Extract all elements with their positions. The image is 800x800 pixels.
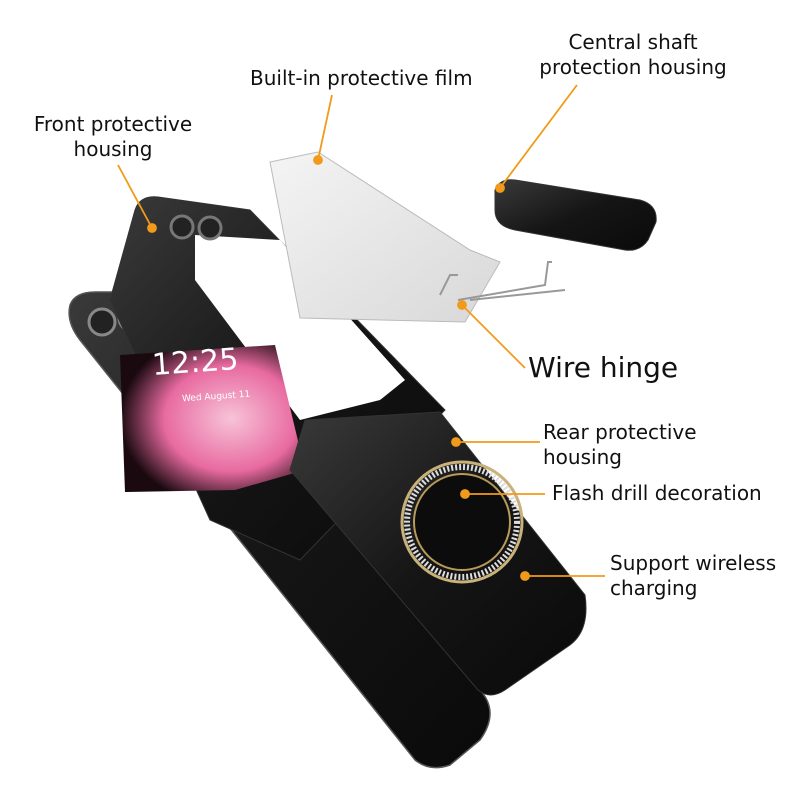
wire-hinge <box>439 261 566 301</box>
camera-lens <box>87 307 117 337</box>
ring-center <box>413 473 511 571</box>
label-front-housing: Front protective housing <box>28 112 198 162</box>
label-flash-drill: Flash drill decoration <box>552 481 762 505</box>
label-line: Support wireless <box>610 551 777 575</box>
front-housing-window <box>195 235 405 420</box>
label-film: Built-in protective film <box>250 66 473 90</box>
label-line: Front protective <box>33 112 193 136</box>
leader-lines <box>117 84 605 581</box>
screen-time: 12:25 <box>150 342 240 383</box>
cover-screen <box>120 345 305 492</box>
label-line: Central shaft <box>568 30 698 54</box>
label-rear-housing: Rear protective housing <box>543 420 697 470</box>
diamond-ring <box>400 460 524 584</box>
label-line: housing <box>73 137 153 161</box>
label-line: housing <box>543 445 622 469</box>
label-wire-hinge: Wire hinge <box>528 351 679 384</box>
diamond-ring-stones <box>404 464 520 580</box>
housing-camera-cutout <box>197 215 223 241</box>
label-line: protection housing <box>539 55 727 79</box>
housing-camera-cutout <box>169 214 195 240</box>
screen-date: Wed August 11 <box>181 389 251 405</box>
label-wireless: Support wireless charging <box>610 551 776 601</box>
protective-film <box>269 151 501 323</box>
label-line: Rear protective <box>543 420 697 444</box>
shaft-housing <box>494 179 657 251</box>
label-line: charging <box>610 576 698 600</box>
label-shaft: Central shaft protection housing <box>530 30 736 80</box>
